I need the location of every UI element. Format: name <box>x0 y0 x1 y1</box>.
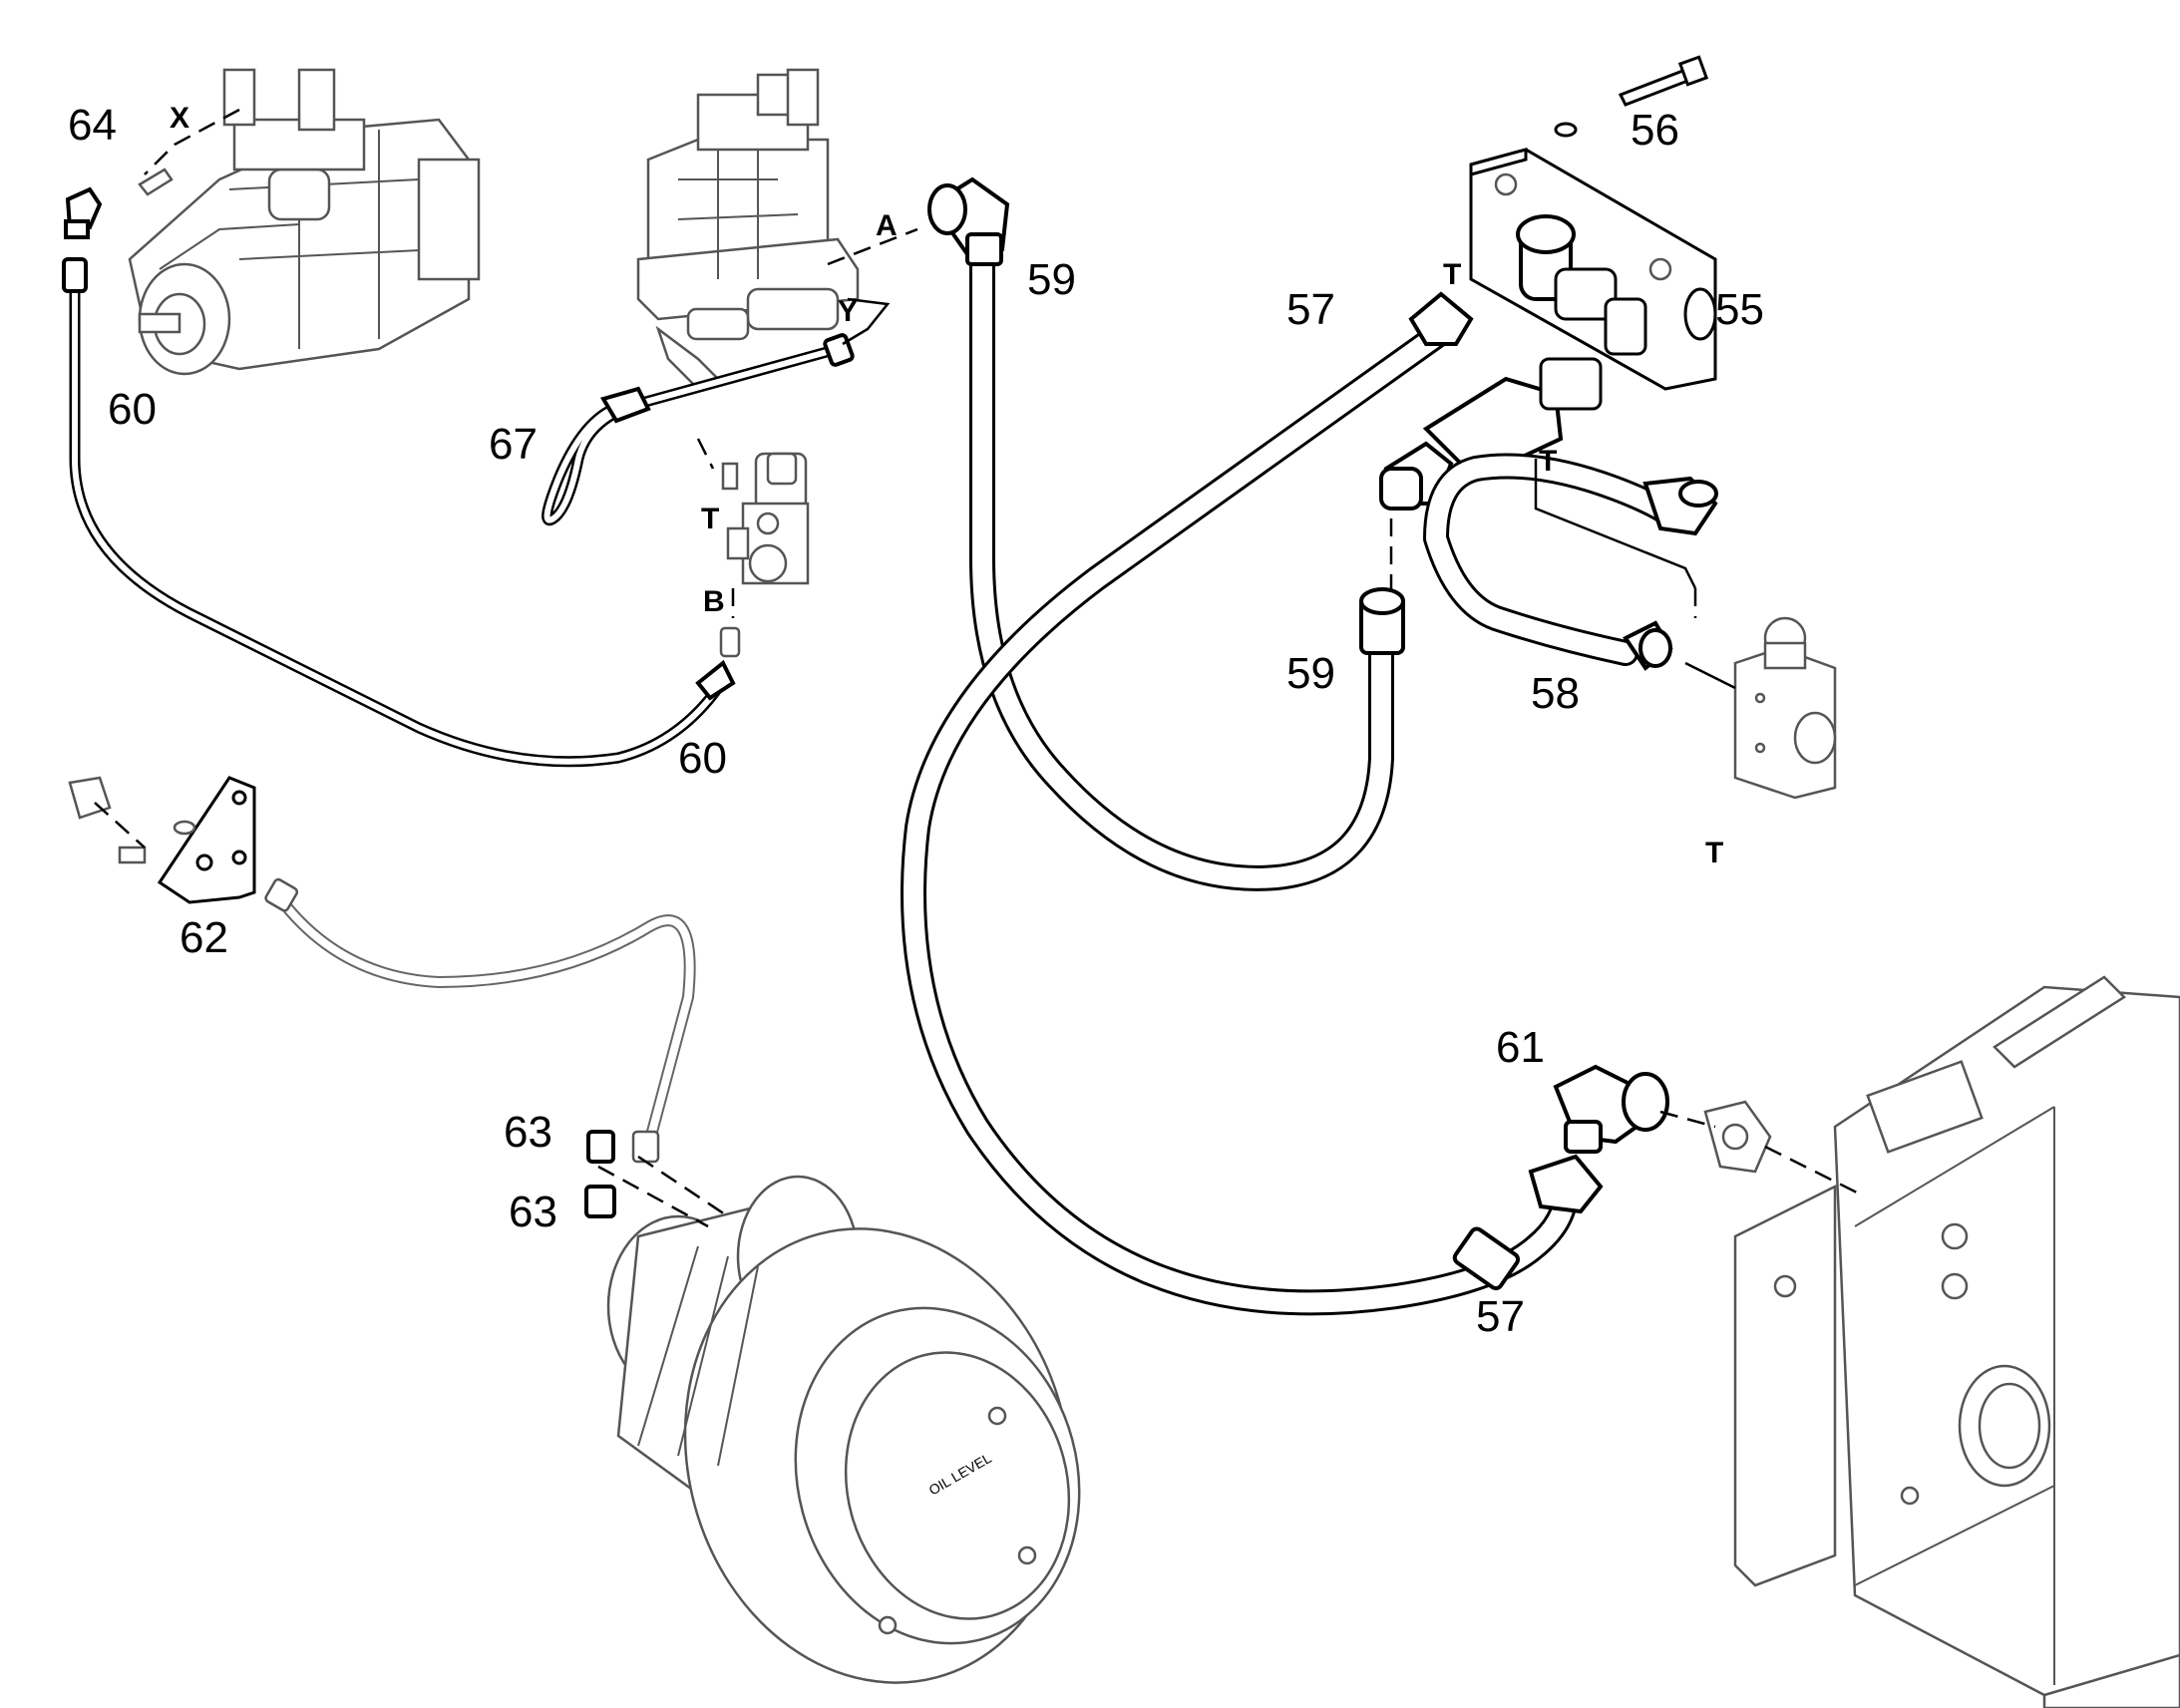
port-labels: X A Y T B T T T <box>170 102 1723 869</box>
callout-58: 58 <box>1531 669 1580 718</box>
travel-motor-gearbox: OIL LEVEL <box>606 1175 1081 1684</box>
tank-housing <box>1733 975 2180 1708</box>
port-x: X <box>170 102 189 135</box>
callout-56: 56 <box>1631 106 1679 155</box>
callout-67: 67 <box>489 420 538 469</box>
port-t-solenoid: T <box>701 503 719 535</box>
fittings-63 <box>584 1130 616 1218</box>
port-b: B <box>703 585 725 618</box>
flange <box>1703 1100 1772 1174</box>
callout-57-upper: 57 <box>1286 285 1335 334</box>
port-t-manifold: T <box>1443 258 1461 291</box>
hose-58 <box>1423 453 1718 671</box>
callout-57-lower: 57 <box>1476 1292 1525 1341</box>
hydraulic-pump <box>128 68 481 376</box>
callout-labels: 64 60 60 67 59 59 57 57 56 55 58 61 62 6… <box>68 101 1764 1341</box>
bolt-56 <box>1554 55 1709 138</box>
callout-63-lower: 63 <box>509 1188 557 1236</box>
hose-60 <box>62 257 741 768</box>
callout-62: 62 <box>180 913 228 962</box>
callout-59-upper: 59 <box>1027 255 1076 304</box>
callout-60-lower: 60 <box>678 734 727 783</box>
fitting-64 <box>64 168 174 239</box>
hose-grey <box>264 877 696 1164</box>
solenoid-valve <box>721 452 810 585</box>
sensor-block <box>1733 616 1837 800</box>
port-y: Y <box>838 295 858 328</box>
port-t-valve: T <box>1539 445 1557 478</box>
bracket-62 <box>68 776 256 904</box>
callout-61: 61 <box>1496 1023 1545 1072</box>
elbow-61 <box>1553 1064 1669 1154</box>
callout-64: 64 <box>68 101 117 150</box>
port-t-sensor: T <box>1705 837 1723 869</box>
callout-60-upper: 60 <box>108 385 157 434</box>
assembly-leader-lines <box>94 108 1866 1228</box>
callout-59-lower: 59 <box>1286 649 1335 698</box>
port-a: A <box>876 209 898 242</box>
callout-55: 55 <box>1715 285 1764 334</box>
callout-63-upper: 63 <box>504 1108 552 1157</box>
hose-57 <box>901 291 1604 1316</box>
